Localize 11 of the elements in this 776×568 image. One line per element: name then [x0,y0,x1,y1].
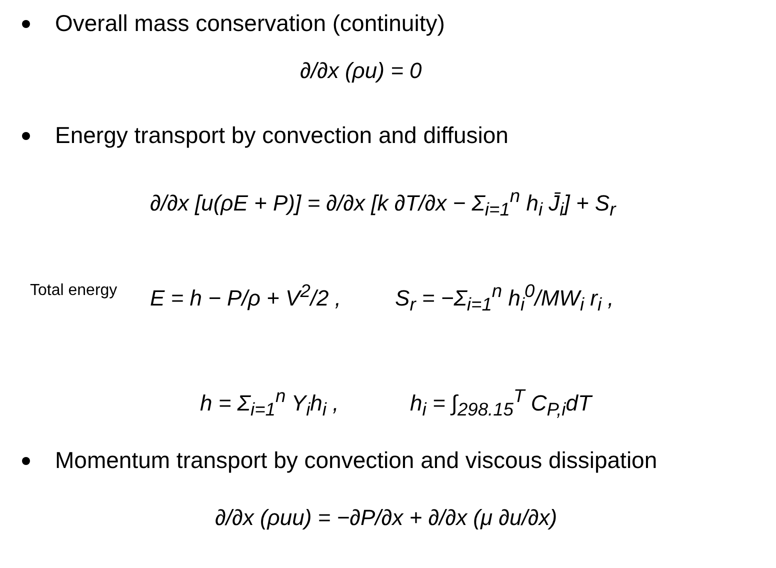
equation: ∂/∂x (ρu) = 0 [300,58,422,84]
equation: h$_{i}$ = ∫$_{298.15}$$^{T}$ C$_{P,i}$dT [410,385,592,421]
note-text: Total energy [30,282,118,300]
bullet-text: Energy transport by convection and diffusion [55,122,508,149]
equation: ∂/∂x [u(ρE + P)] = ∂/∂x [k ∂T/∂x − Σ$_{i=1}$$^{n}$ h$_{i}$ J̄$_{i}$] + S$_{r}$ [150,185,616,221]
equation: S$_{r}$ = −Σ$_{i=1}$$^{n}$ h$_{i}$$^{0}$/MW$_{i}$ r$_{i}$ , [395,280,614,316]
equation: ∂/∂x (ρuu) = −∂P/∂x + ∂/∂x (μ ∂u/∂x) [215,505,558,531]
equation: E = h − P/ρ + V$^{2}$/2 , [150,280,341,312]
bullet-text: Overall mass conservation (continuity) [55,10,445,37]
bullet-text: Momentum transport by convection and viscous dissipation [55,447,658,474]
equation: h = Σ$_{i=1}$$^{n}$ Y$_{i}$h$_{i}$ , [200,385,339,421]
